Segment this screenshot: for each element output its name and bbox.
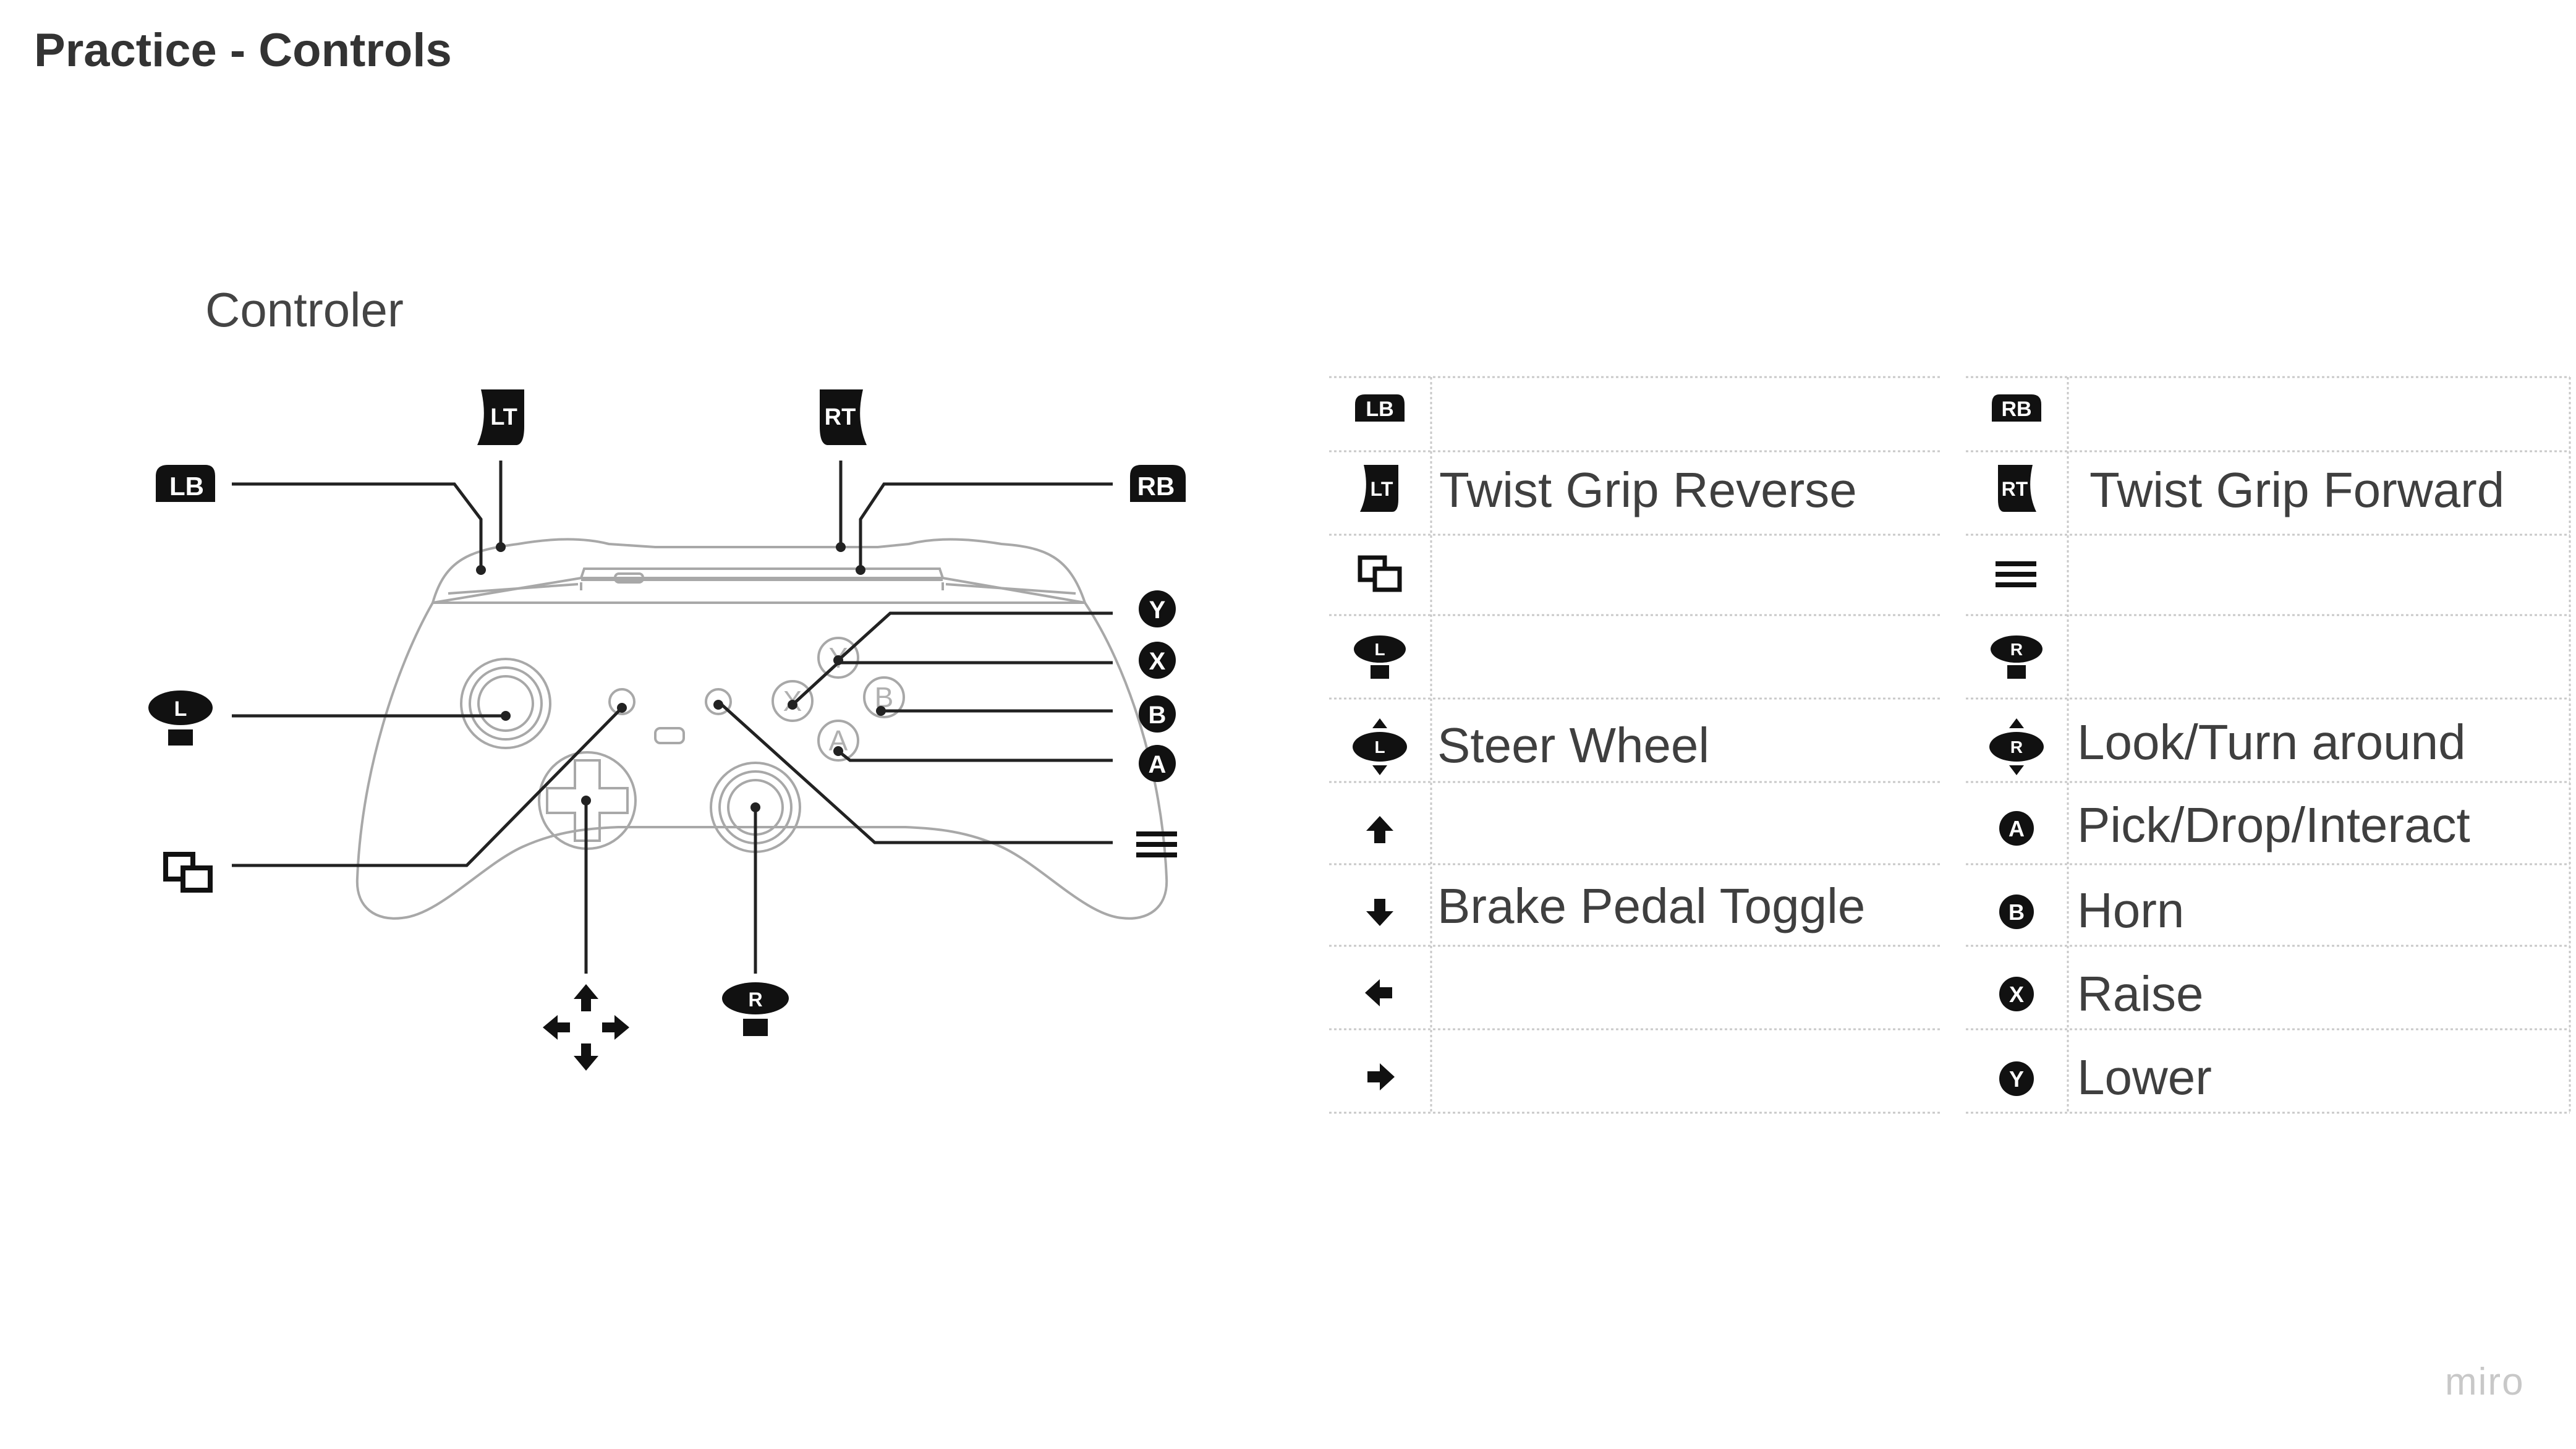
table-row-b: B Horn <box>1999 883 2184 938</box>
action-label: Pick/Drop/Interact <box>2077 797 2470 852</box>
action-label: Lower <box>2077 1050 2212 1105</box>
table-row-l-click: L <box>1354 635 1406 679</box>
table-y-badge: Y <box>2009 1066 2024 1092</box>
table-row-rb: RB <box>1992 394 2041 422</box>
b-badge-label: B <box>1149 702 1167 729</box>
right-stick-click-icon: R <box>1991 635 2043 679</box>
action-label: Brake Pedal Toggle <box>1437 878 1865 933</box>
table-b-badge: B <box>2009 899 2025 925</box>
lb-badge-label: LB <box>169 472 204 501</box>
controls-mapping-table: LB LT Twist Grip Reverse L L Steer Wheel <box>1329 376 2571 1114</box>
x-button-icon: X <box>1999 977 2034 1011</box>
table-r-move-badge: R <box>2010 737 2023 757</box>
rb-bumper-icon: RB <box>1130 465 1186 502</box>
table-l-badge: L <box>1374 640 1385 659</box>
r-badge-label: R <box>748 988 762 1011</box>
rt-trigger-icon: RT <box>1998 465 2036 512</box>
table-r-badge: R <box>2010 640 2023 659</box>
action-label: Steer Wheel <box>1437 718 1709 773</box>
lb-bumper-icon: LB <box>156 465 215 502</box>
table-lt-badge: LT <box>1371 478 1393 500</box>
table-rt-badge: RT <box>2002 478 2028 500</box>
dpad-right-icon <box>1367 1063 1395 1090</box>
l-badge-label: L <box>174 697 187 721</box>
menu-button-icon <box>1996 561 2036 587</box>
table-row-a: A Pick/Drop/Interact <box>1999 797 2470 852</box>
lt-badge-label: LT <box>490 404 517 430</box>
action-label: Raise <box>2077 966 2204 1021</box>
a-button-icon: A <box>1999 811 2034 846</box>
rt-trigger-icon: RT <box>820 389 867 445</box>
table-row-r-move: R Look/Turn around <box>1989 715 2466 775</box>
table-row-dpad-up <box>1366 816 1393 843</box>
lt-trigger-icon: LT <box>477 389 524 445</box>
action-label: Twist Grip Reverse <box>1439 462 1857 517</box>
rb-bumper-icon: RB <box>1992 394 2041 422</box>
lb-bumper-icon: LB <box>1355 394 1405 422</box>
right-stick-move-icon: R <box>1989 718 2044 775</box>
miro-watermark: miro <box>2445 1361 2525 1403</box>
dpad-down-icon <box>1366 899 1393 926</box>
x-button-icon: X <box>1139 642 1176 679</box>
table-l-move-badge: L <box>1374 737 1385 757</box>
table-row-dpad-left <box>1365 979 1392 1006</box>
action-label: Look/Turn around <box>2077 715 2466 770</box>
table-row-y: Y Lower <box>1999 1050 2212 1105</box>
table-row-x: X Raise <box>1999 966 2204 1021</box>
table-row-separators <box>1329 376 2571 1114</box>
table-row-view <box>1358 555 1402 592</box>
table-a-badge: A <box>2009 816 2025 841</box>
callout-dots <box>476 542 886 812</box>
dpad-icon <box>543 984 629 1071</box>
view-button-icon <box>1358 555 1402 592</box>
page-title: Practice - Controls <box>34 24 452 77</box>
rb-badge-label: RB <box>1137 472 1175 501</box>
controller-outline <box>355 538 1168 920</box>
table-row-dpad-down: Brake Pedal Toggle <box>1366 878 1865 933</box>
controller-diagram: Y X B A LB RB <box>148 389 1186 1071</box>
y-badge-label: Y <box>1149 597 1166 624</box>
table-row-dpad-right <box>1367 1063 1395 1090</box>
action-label: Horn <box>2077 883 2184 938</box>
b-button-icon: B <box>1139 695 1176 733</box>
left-stick-click-icon: L <box>1354 635 1406 679</box>
table-row-lt: LT Twist Grip Reverse <box>1360 462 1857 517</box>
b-button-icon: B <box>1999 894 2034 929</box>
table-row-r-click: R <box>1991 635 2043 679</box>
table-row-l-move: L Steer Wheel <box>1353 718 1709 775</box>
view-button-icon <box>163 852 213 893</box>
table-lb-badge: LB <box>1366 397 1393 421</box>
a-button-icon: A <box>1139 745 1176 782</box>
y-button-icon: Y <box>1139 590 1176 627</box>
controller-section-title: Controler <box>205 283 404 337</box>
table-row-menu <box>1996 561 2036 587</box>
table-rb-badge: RB <box>2001 397 2031 421</box>
left-stick-click-icon: L <box>148 691 213 746</box>
x-badge-label: X <box>1149 648 1166 675</box>
table-row-rt: RT Twist Grip Forward <box>1998 462 2504 517</box>
rt-badge-label: RT <box>825 404 856 430</box>
left-stick-move-icon: L <box>1353 718 1407 775</box>
table-row-lb: LB <box>1355 394 1405 422</box>
table-x-badge: X <box>2009 982 2024 1007</box>
callout-lines <box>232 461 1113 974</box>
dpad-left-icon <box>1365 979 1392 1006</box>
y-button-icon: Y <box>1999 1061 2034 1096</box>
lt-trigger-icon: LT <box>1360 465 1398 512</box>
right-stick-click-icon: R <box>722 982 789 1036</box>
menu-button-icon <box>1136 831 1177 857</box>
action-label: Twist Grip Forward <box>2089 462 2504 517</box>
a-badge-label: A <box>1149 751 1167 778</box>
dpad-up-icon <box>1366 816 1393 843</box>
